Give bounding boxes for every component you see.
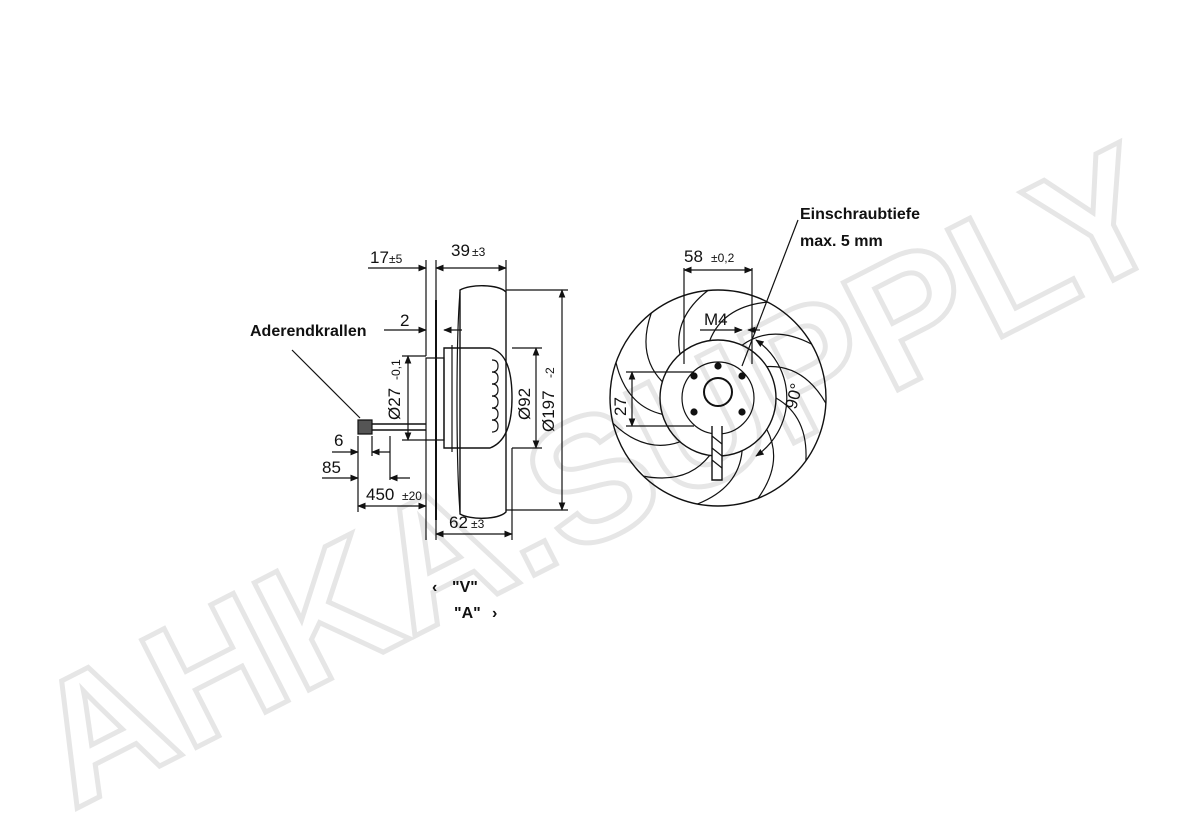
cable-outlet [711, 426, 723, 481]
dim-39-tol: ±3 [472, 245, 486, 259]
dim-17: 17 [370, 248, 389, 267]
impeller-profile [459, 285, 507, 519]
side-view [291, 260, 568, 540]
side-view-labels: 17 ±5 39 ±3 2 Ø27 -0,1 Ø92 Ø197 -2 6 85 … [250, 241, 558, 622]
impeller-blade [757, 429, 775, 499]
dim-62: 62 [449, 513, 468, 532]
impeller-blade [775, 397, 807, 461]
dim-58-tol: ±0,2 [711, 251, 735, 265]
watermark-text: AHKA.SUPPLY [2, 108, 1194, 820]
hub-bore [703, 377, 733, 407]
mount-hole-top [714, 362, 722, 370]
impeller-blade [643, 455, 711, 479]
flow-v-label: "V" [452, 579, 478, 596]
flow-a-chevron-icon: › [492, 605, 497, 622]
flow-v-chevron-icon: ‹ [432, 579, 437, 596]
cable-outlet-hatch [711, 435, 723, 469]
mount-hole-left [690, 372, 698, 380]
dim-450: 450 [366, 485, 394, 504]
motor-body [443, 347, 513, 449]
note-aderendkrallen: Aderendkrallen [250, 323, 366, 340]
dim-62-tol: ±3 [471, 517, 485, 531]
dim-197: Ø197 [539, 390, 558, 432]
impeller-blade [612, 422, 681, 446]
dim-2: 2 [400, 311, 409, 330]
note-max-5mm: max. 5 mm [800, 233, 883, 250]
impeller-blade [709, 301, 768, 341]
impeller-blade [645, 312, 663, 383]
motor-hub [425, 357, 445, 441]
front-view [609, 219, 827, 507]
impeller-blades [612, 290, 827, 505]
note-einschraubtiefe: Einschraubtiefe [800, 206, 920, 223]
dim-17-tol: ±5 [389, 252, 403, 266]
mount-hole-br [738, 408, 746, 416]
mount-hole-right [738, 372, 746, 380]
dim-27-front: 27 [611, 397, 630, 416]
dim-27-tol: -0,1 [389, 359, 403, 380]
watermark: AHKA.SUPPLY [0, 106, 1196, 820]
impeller-blade [697, 450, 743, 505]
mount-hole-bl [690, 408, 698, 416]
impeller-curve [456, 291, 461, 513]
cable-tip [357, 419, 373, 435]
motor-fins [491, 359, 499, 433]
dim-197-tol: -2 [543, 367, 557, 378]
front-view-labels: 58 ±0,2 M4 27 90° Einschraubtiefe max. 5… [611, 206, 920, 416]
dim-85: 85 [322, 458, 341, 477]
dim-92: Ø92 [515, 388, 534, 420]
dim-6: 6 [334, 431, 343, 450]
impeller-outer-circle [609, 289, 827, 507]
impeller-blade [766, 365, 827, 404]
impeller-blade [741, 333, 812, 346]
dim-39: 39 [451, 241, 470, 260]
dim-m4: M4 [704, 310, 728, 329]
dim-27: Ø27 [385, 388, 404, 420]
dim-450-tol: ±20 [402, 489, 422, 503]
dim-58: 58 [684, 247, 703, 266]
flow-a-label: "A" [454, 605, 481, 622]
